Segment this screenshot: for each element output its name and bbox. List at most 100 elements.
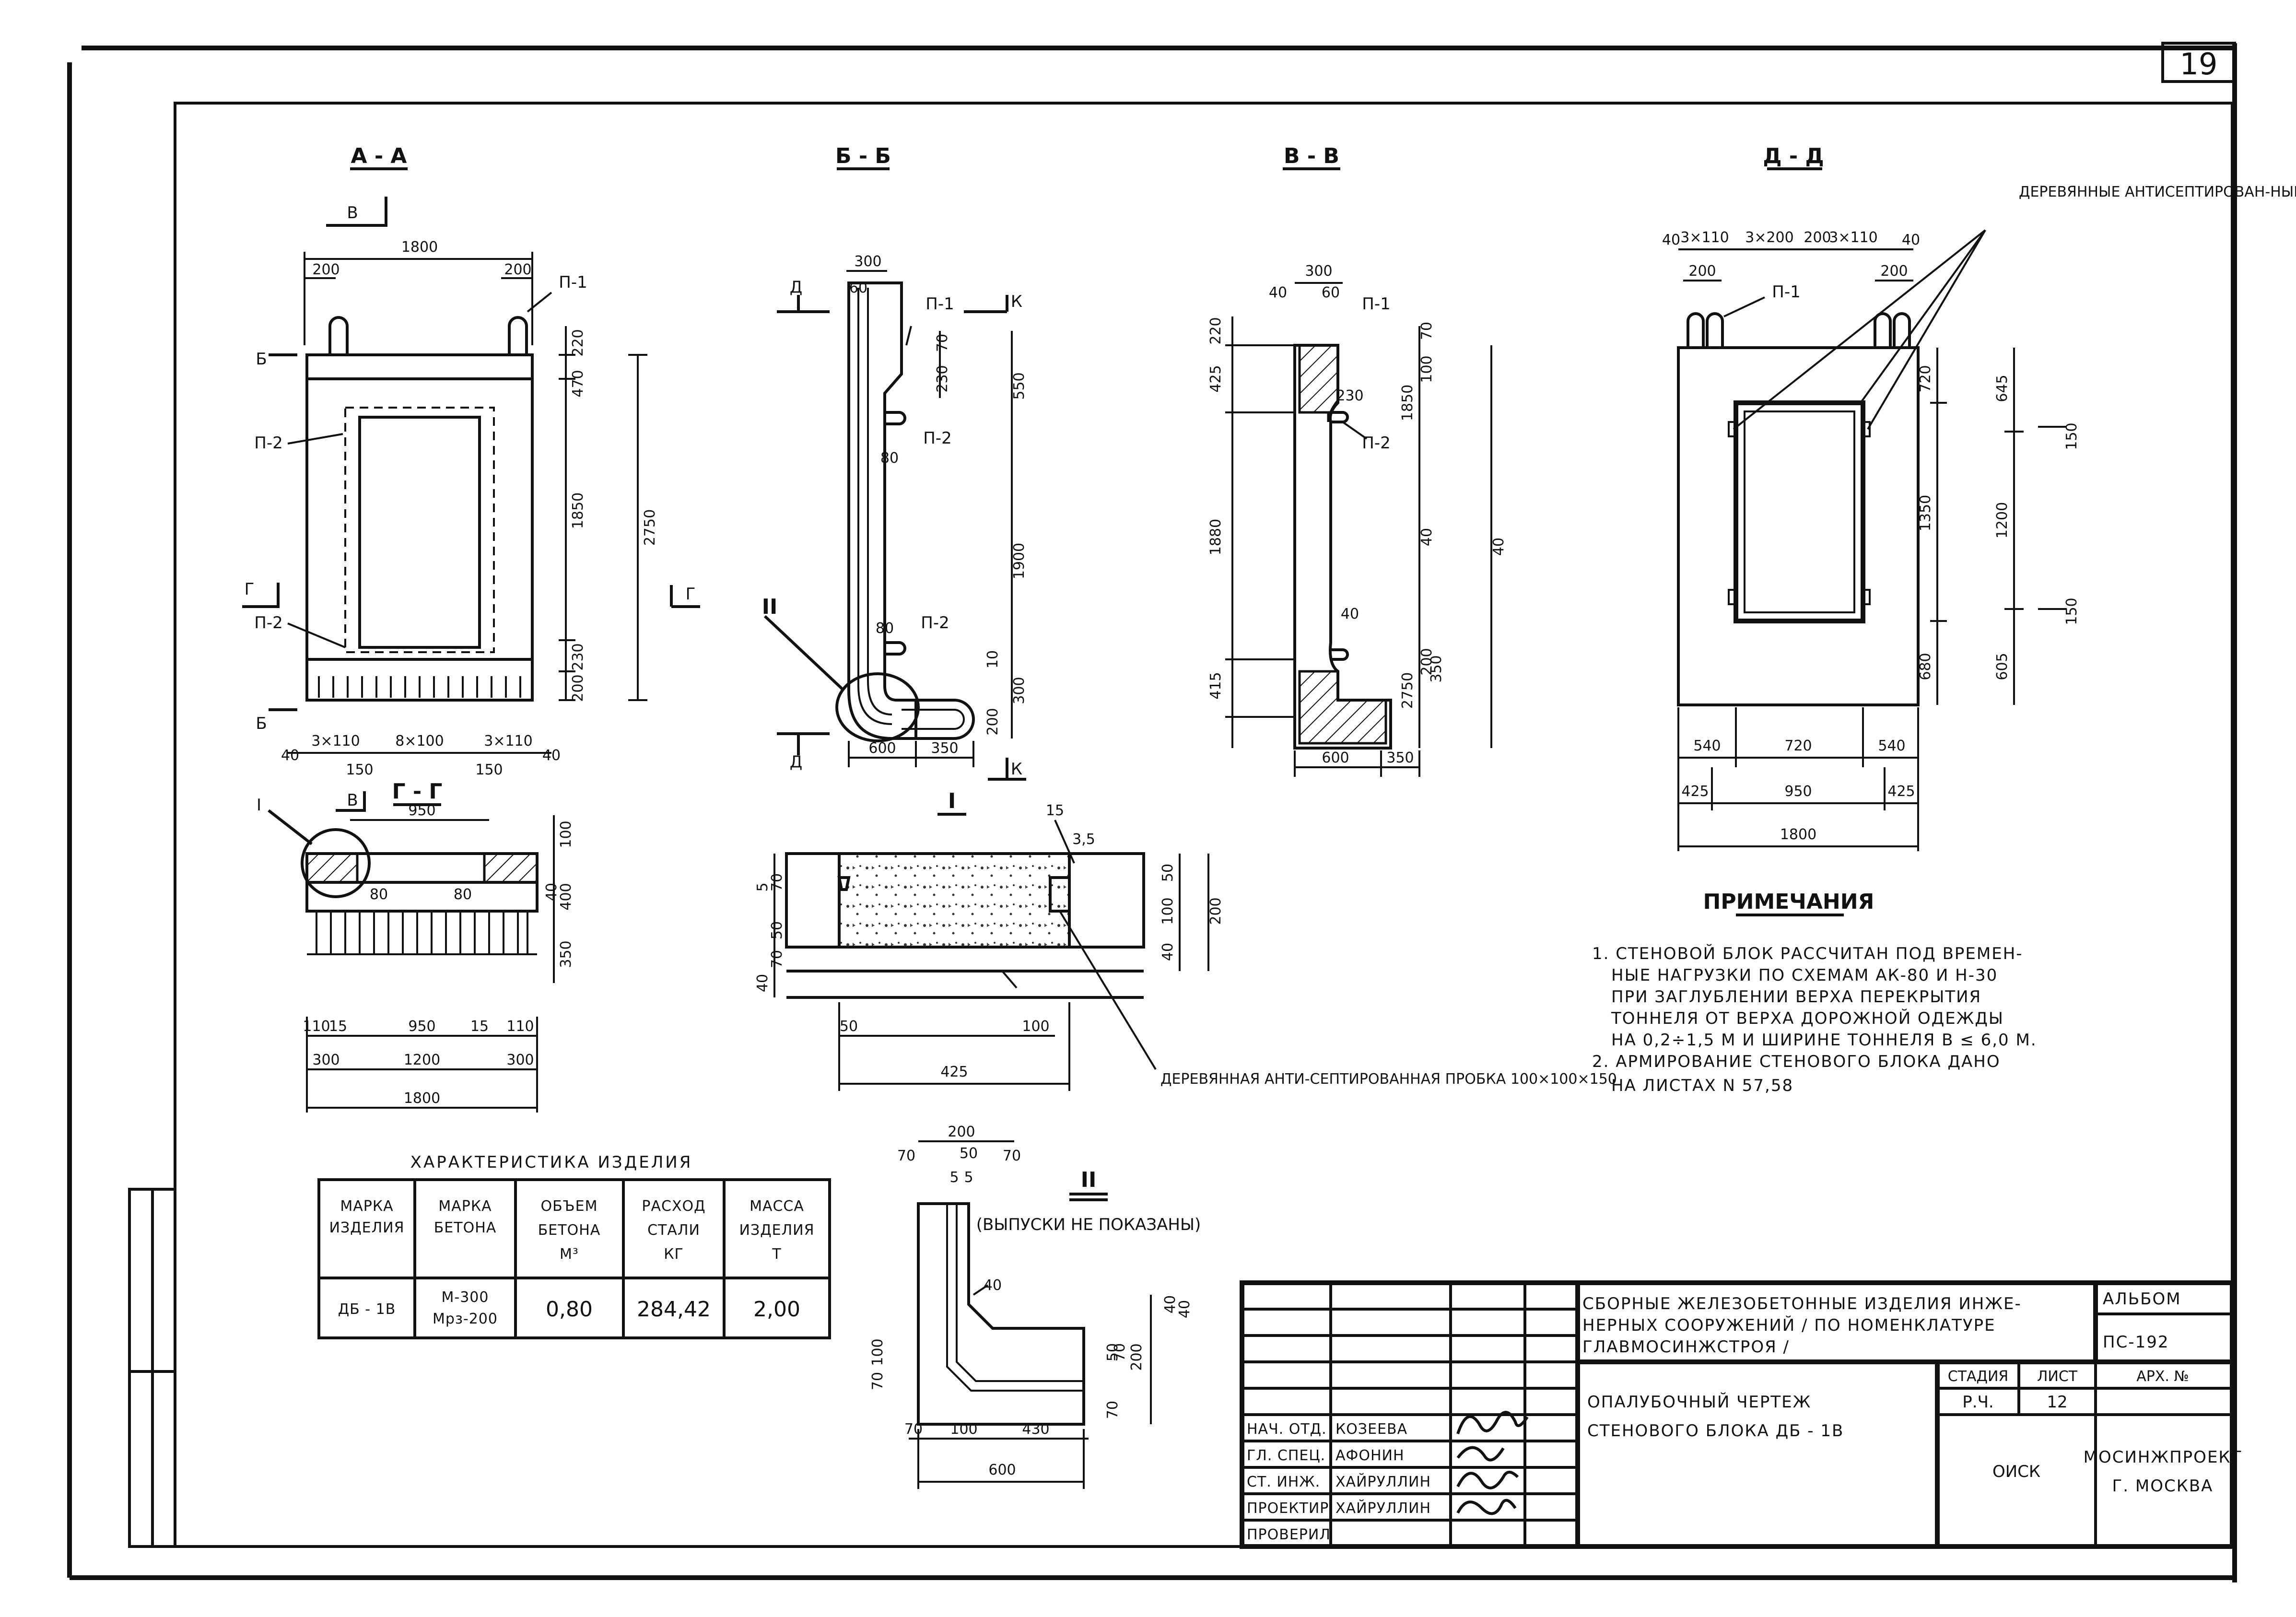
table-cell: 284,42 [637, 1297, 711, 1322]
svg-text:300: 300 [854, 253, 881, 270]
svg-text:350: 350 [931, 740, 958, 757]
part-label-p1-vv: П-1 [1362, 294, 1390, 314]
table-header: КГ [664, 1246, 684, 1263]
svg-text:3×110: 3×110 [311, 733, 360, 750]
svg-text:1850: 1850 [1399, 385, 1416, 421]
svg-text:70: 70 [1112, 1343, 1128, 1361]
svg-text:70: 70 [769, 950, 785, 968]
stage-value: Р.Ч. [1962, 1393, 1993, 1412]
svg-text:230: 230 [570, 643, 586, 670]
svg-text:100: 100 [950, 1421, 977, 1438]
svg-text:220: 220 [1207, 317, 1224, 344]
svg-text:950: 950 [408, 802, 435, 819]
svg-text:50: 50 [840, 1018, 858, 1035]
section-marker-g-left: Г [245, 580, 255, 599]
svg-text:50: 50 [1160, 864, 1176, 882]
svg-text:1880: 1880 [1207, 519, 1224, 555]
svg-text:80: 80 [370, 886, 388, 903]
svg-text:15: 15 [470, 1018, 489, 1035]
svg-text:50: 50 [769, 921, 785, 939]
part-label-p2-aa-1: П-2 [254, 434, 282, 453]
svg-text:200: 200 [504, 261, 531, 278]
svg-text:40: 40 [542, 747, 561, 764]
svg-text:40: 40 [281, 747, 299, 764]
section-title-aa: А - А [351, 144, 407, 168]
detail-2: II (ВЫПУСКИ НЕ ПОКАЗАНЫ) 200 70 50 70 5 … [869, 1124, 1201, 1489]
detail-2-caption: (ВЫПУСКИ НЕ ПОКАЗАНЫ) [976, 1215, 1201, 1234]
svg-text:605: 605 [1994, 653, 2011, 680]
person-name: КОЗЕЕВА [1335, 1421, 1407, 1438]
svg-text:230: 230 [934, 365, 951, 392]
section-title-vv: В - В [1284, 144, 1339, 168]
part-label-p2-aa-2: П-2 [254, 613, 282, 633]
svg-text:1800: 1800 [401, 239, 438, 256]
notes-title: ПРИМЕЧАНИЯ [1703, 890, 1874, 914]
detail-1: I 15 3,5 5 40 70 50 70 50 40 100 200 50 … [754, 789, 1617, 1091]
svg-text:40: 40 [1902, 232, 1920, 248]
svg-text:300: 300 [506, 1052, 534, 1068]
section-title-dd: Д - Д [1763, 144, 1824, 168]
table-header: МАССА [750, 1198, 804, 1215]
svg-text:600: 600 [988, 1462, 1016, 1478]
svg-text:350: 350 [558, 940, 574, 968]
section-d-d: Д - Д 40 3×110 3×200 200 3×110 40 200 20… [1662, 144, 2296, 851]
section-v-v: В - В 300 40 60 П-1 П-2 230 40 220 425 1… [1207, 144, 1507, 777]
svg-text:200: 200 [1880, 263, 1908, 280]
svg-text:425: 425 [1207, 365, 1224, 392]
note-line: ПРИ ЗАГЛУБЛЕНИИ ВЕРХА ПЕРЕКРЫТИЯ [1611, 987, 1981, 1007]
person-name: ХАЙРУЛЛИН [1335, 1500, 1431, 1517]
note-line: НЫЕ НАГРУЗКИ ПО СХЕМАМ АК-80 И Н-30 [1611, 966, 1998, 985]
svg-text:300: 300 [1305, 263, 1332, 280]
dept-value: ОИСК [1992, 1462, 2040, 1481]
svg-text:15: 15 [329, 1018, 347, 1035]
section-marker-v-top: В [347, 203, 358, 223]
section-marker-d-bottom: Д [790, 752, 803, 772]
section-b-b: Б - Б Д К 300 60 II П-1 П-2 П-2 80 80 70… [762, 144, 1028, 781]
svg-text:80: 80 [454, 886, 472, 903]
svg-text:300: 300 [312, 1052, 340, 1068]
part-label-p1-aa: П-1 [559, 273, 587, 292]
svg-text:70: 70 [769, 873, 785, 891]
section-marker-g-right: Г [686, 585, 696, 604]
part-label-p1-dd: П-1 [1772, 282, 1800, 302]
svg-text:350: 350 [1428, 655, 1445, 682]
album-label: АЛЬБОМ [2103, 1289, 2181, 1309]
section-g-g: В Г - Г 950 I 80 80 100 40 400 350 110 [257, 779, 574, 1113]
table-header: БЕТОНА [538, 1222, 601, 1239]
svg-text:470: 470 [570, 370, 586, 397]
svg-text:950: 950 [1784, 783, 1812, 800]
project-title-line: ГЛАВМОСИНЖСТРОЯ / [1582, 1337, 1790, 1357]
svg-text:200: 200 [1804, 229, 1831, 246]
table-header: РАСХОД [642, 1198, 705, 1215]
sheet-label: ЛИСТ [2037, 1368, 2078, 1385]
table-cell: М-300 [442, 1289, 489, 1306]
svg-text:2750: 2750 [642, 509, 658, 546]
section-title-bb: Б - Б [835, 144, 891, 168]
svg-text:550: 550 [1011, 372, 1028, 399]
inv-label: АРХ. № [2136, 1368, 2189, 1385]
svg-text:50: 50 [960, 1145, 978, 1162]
section-marker-b-top: Б [256, 350, 267, 369]
section-marker-k-top: К [1011, 292, 1022, 311]
svg-text:3×110: 3×110 [484, 733, 532, 750]
svg-text:540: 540 [1878, 738, 1905, 754]
svg-text:15: 15 [1046, 802, 1064, 819]
svg-text:2750: 2750 [1399, 672, 1416, 709]
svg-text:1850: 1850 [570, 492, 586, 529]
table-header: М³ [560, 1246, 579, 1263]
section-title-gg: Г - Г [392, 779, 443, 804]
section-a-a: А - А В 1800 200 200 П-1 [242, 144, 700, 778]
project-title-line: СБОРНЫЕ ЖЕЛЕЗОБЕТОННЫЕ ИЗДЕЛИЯ ИНЖЕ- [1582, 1294, 2022, 1313]
svg-text:425: 425 [1887, 783, 1915, 800]
svg-text:40: 40 [1160, 943, 1176, 961]
svg-text:40: 40 [1162, 1295, 1179, 1313]
role-label: ГЛ. СПЕЦ. [1247, 1447, 1325, 1464]
svg-text:70: 70 [1104, 1401, 1121, 1419]
svg-text:40: 40 [1176, 1300, 1193, 1318]
signature [1456, 1471, 1519, 1489]
svg-text:5: 5 [964, 1169, 973, 1186]
org-name: МОСИНЖПРОЕКТ [2084, 1448, 2242, 1467]
svg-text:200: 200 [1128, 1343, 1145, 1371]
table-header: МАРКА [340, 1198, 393, 1215]
sheet-value: 12 [2047, 1393, 2067, 1412]
